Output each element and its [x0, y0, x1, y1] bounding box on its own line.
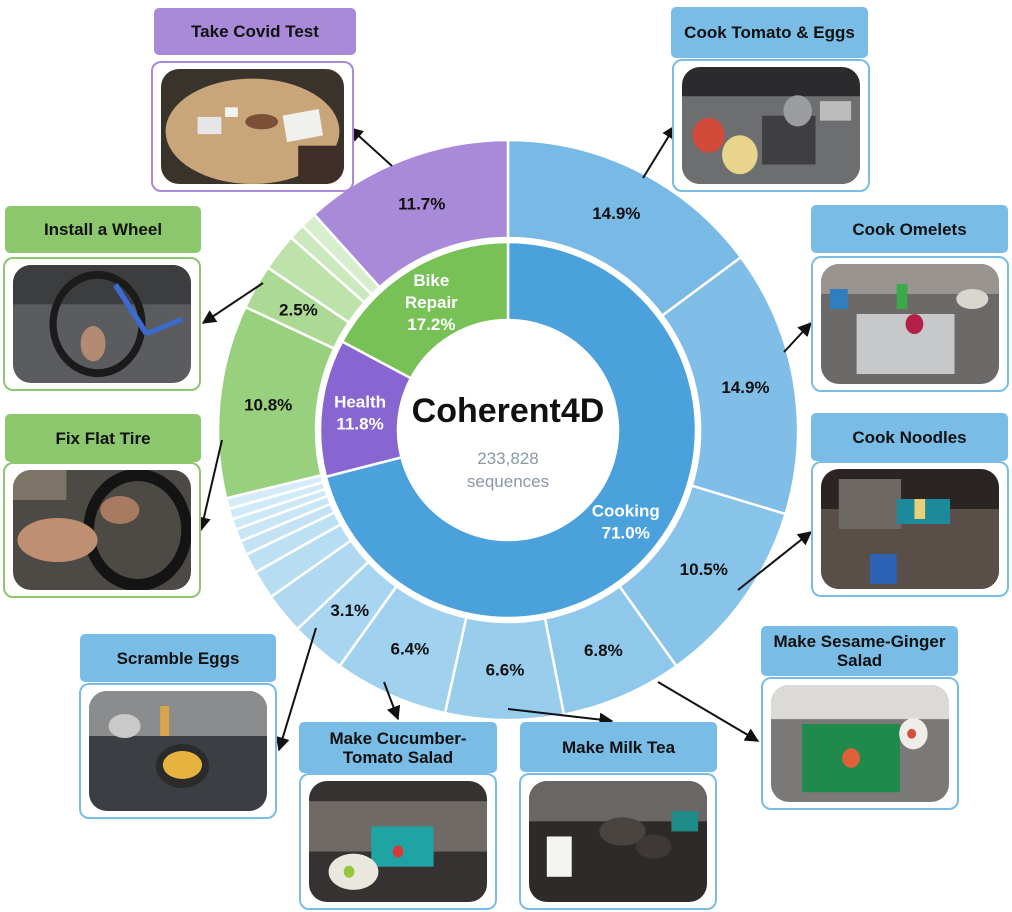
callout-image [299, 773, 497, 910]
callout-label: Make Cucumber-Tomato Salad [299, 722, 497, 773]
outer-ring [216, 138, 800, 722]
outer-slice-label-20: 11.7% [398, 194, 445, 213]
callout-image [672, 59, 870, 192]
inner-ring [318, 240, 698, 620]
photo-milk-tea [529, 781, 707, 902]
sequence-unit: sequences [467, 472, 549, 491]
photo-install-wheel [13, 265, 191, 383]
callout-label: Take Covid Test [154, 8, 356, 55]
outer-slice-label-2: 10.5% [680, 560, 728, 579]
callout-image [811, 461, 1009, 597]
callout-label: Install a Wheel [5, 206, 201, 253]
outer-slice-label-3: 6.8% [584, 641, 623, 660]
callout-label: Cook Omelets [811, 205, 1008, 253]
slice-labels: 14.9% 14.9% 10.5% 6.8% 6.6% 6.4% 3.1% 10.8% 2.5%… [244, 194, 769, 679]
callout-label: Make Milk Tea [520, 722, 717, 772]
arrow-make-cucumber-tomato-salad [383, 681, 401, 721]
callout-image [761, 677, 959, 810]
photo-sesame-salad [771, 685, 949, 802]
outer-slice-label-16: 2.5% [279, 301, 318, 320]
outer-slice-20 [312, 138, 510, 289]
outer-slice-label-15: 10.8% [244, 395, 292, 414]
callout-image [519, 773, 717, 910]
photo-tomato-eggs [682, 67, 860, 184]
sequence-count: 233,828 [477, 449, 538, 468]
outer-slice-label-4: 6.6% [486, 660, 525, 679]
callout-image [3, 257, 201, 391]
callout-image [3, 462, 201, 598]
arrow-install-wheel [201, 282, 264, 324]
outer-slice-label-0: 14.9% [592, 204, 640, 223]
arrow-scramble-eggs [275, 627, 317, 752]
callout-label: Scramble Eggs [80, 634, 276, 682]
callout-label: Fix Flat Tire [5, 414, 201, 462]
inner-slice-cooking [324, 240, 698, 620]
chart-title: Coherent4D [412, 392, 605, 430]
photo-cucumber-salad [309, 781, 487, 902]
callout-label: Cook Noodles [811, 413, 1008, 461]
photo-scramble-eggs [89, 691, 267, 811]
arrow-take-covid-test [348, 127, 393, 167]
arrow-make-milk-tea [507, 708, 614, 727]
callout-image [79, 683, 277, 819]
outer-slice-label-1: 14.9% [721, 378, 769, 397]
photo-omelets [821, 264, 999, 384]
arrow-make-sesame-ginger-salad [657, 681, 760, 742]
callout-label: Cook Tomato & Eggs [671, 7, 868, 58]
photo-flat-tire [13, 470, 191, 590]
callout-image [811, 256, 1009, 392]
arrow-fix-flat-tire [197, 439, 223, 532]
outer-slice-label-5: 6.4% [391, 640, 430, 659]
inner-slice-bike-repair [340, 240, 510, 380]
callout-image [151, 61, 354, 192]
callout-arrows [197, 124, 813, 752]
photo-covid-test [161, 69, 344, 184]
arrow-cook-omelets [783, 321, 812, 353]
arrow-cook-noodles [737, 531, 813, 591]
outer-slice-label-6: 3.1% [330, 601, 369, 620]
photo-noodles [821, 469, 999, 589]
callout-label: Make Sesame-Ginger Salad [761, 626, 958, 676]
arrow-cook-tomato-eggs [642, 124, 676, 179]
